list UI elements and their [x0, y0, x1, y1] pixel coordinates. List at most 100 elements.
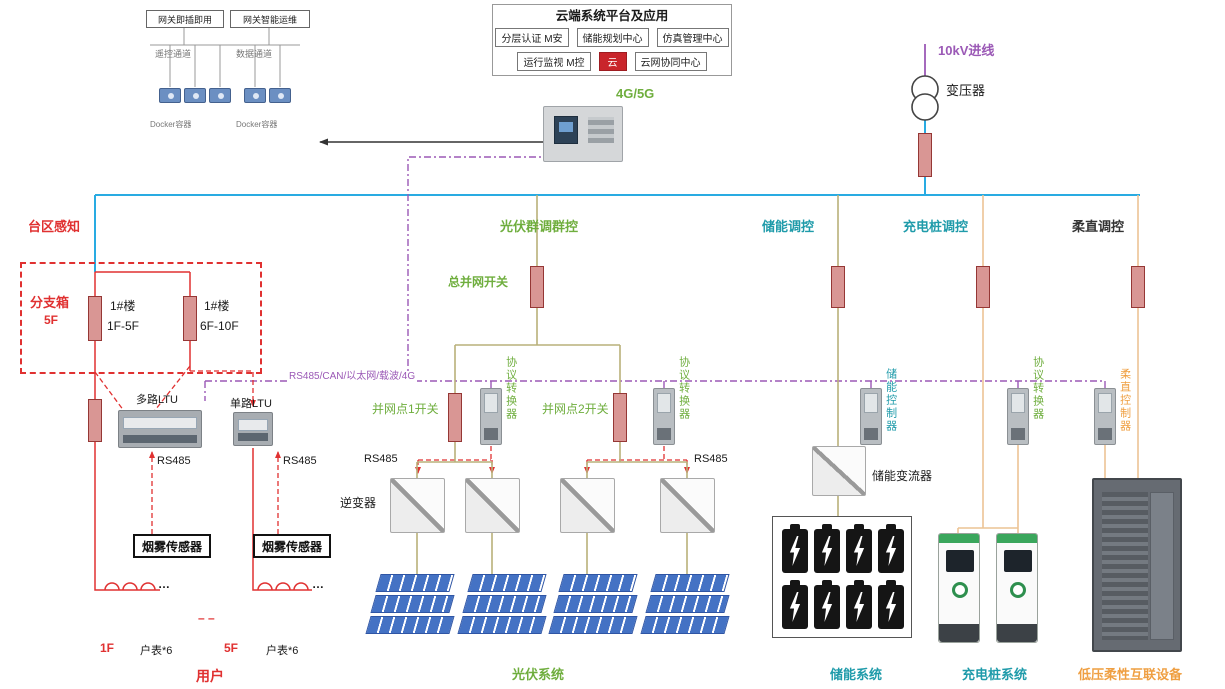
- inverter-label: 逆变器: [340, 496, 377, 510]
- ltu-multi-device: [118, 410, 202, 448]
- cloud-platform-box: 云端系统平台及应用 分层认证 M安 储能规划中心 仿真管理中心 运行监视 M控 …: [492, 4, 732, 76]
- flex-controller-device: [1094, 388, 1116, 445]
- meters-ellipsis-right: …: [312, 577, 324, 591]
- flex-controller-label: 柔直控制器: [1118, 368, 1131, 433]
- gateway-screen: [554, 116, 578, 144]
- breaker-pv-point1: [448, 393, 462, 442]
- meter-count-right: 户表*6: [266, 645, 299, 657]
- section-flex-label: 柔直调控: [1072, 219, 1125, 234]
- charging-flex-wires: [957, 195, 1139, 533]
- protocol-converter-device-charging: [1007, 388, 1029, 445]
- smoke-sensor-box-left: 烟雾传感器: [133, 534, 211, 558]
- storage-converter-label: 储能变流器: [872, 469, 933, 483]
- battery-icon: [782, 524, 808, 573]
- floor1-label: 1F: [100, 641, 115, 655]
- breaker-charging: [976, 266, 990, 308]
- building1-range-label: 1F-5F: [107, 319, 140, 333]
- users-label: 用户: [196, 668, 224, 684]
- cloud-chip-monitoring: 运行监视 M控: [517, 52, 591, 72]
- meters-ellipsis-left: …: [158, 577, 170, 591]
- incoming-label: 10kV进线: [938, 43, 995, 58]
- protocol-converter-label-pv1: 协议转换器: [504, 356, 517, 421]
- building2-label: 1#楼: [204, 299, 230, 313]
- pv-system-label: 光伏系统: [512, 667, 565, 682]
- protocol-converter-device-pv1: [480, 388, 502, 445]
- container2-label: Docker容器: [236, 120, 278, 129]
- cloud-chip-storage-planning: 储能规划中心: [576, 28, 649, 48]
- storage-converter-device: [812, 446, 866, 496]
- battery-icon: [878, 580, 904, 629]
- transformer-label: 变压器: [946, 83, 986, 98]
- battery-bank-box: [772, 516, 912, 638]
- ltu-single-label: 单路LTU: [230, 398, 272, 410]
- smoke-sensor-label: 烟雾传感器: [261, 539, 322, 554]
- battery-icon: [814, 580, 840, 629]
- battery-icon: [782, 580, 808, 629]
- comm-bus-wire: [204, 156, 1106, 401]
- inverter-device: [390, 478, 445, 533]
- cloud-chip-simulation: 仿真管理中心: [656, 28, 729, 48]
- breaker-flex: [1131, 266, 1145, 308]
- pv-point2-label: 并网点2开关: [542, 402, 609, 416]
- remote-channel-label: 遥控通道: [155, 49, 192, 59]
- rs485-label-right: RS485: [283, 455, 317, 467]
- gateway-app-icon: [184, 88, 206, 103]
- inverter-device: [560, 478, 615, 533]
- battery-icon: [814, 524, 840, 573]
- solar-array: [640, 574, 730, 640]
- meters-dashes: – –: [198, 611, 215, 625]
- charging-system-label: 充电桩系统: [962, 667, 1028, 682]
- smoke-sensor-box-right: 烟雾传感器: [253, 534, 331, 558]
- comm-bus-label: RS485/CAN/以太网/载波/4G: [287, 371, 418, 383]
- cloud-title: 云端系统平台及应用: [555, 9, 669, 23]
- ltu-band: [238, 419, 268, 431]
- pv-point1-label: 并网点1开关: [372, 402, 439, 416]
- edge-gateway-device: [543, 106, 623, 162]
- rs485-label-pv1: RS485: [364, 453, 398, 465]
- ltu-band: [123, 417, 197, 429]
- gateway-plugplay-box: 网关即插即用: [146, 10, 224, 28]
- branch-box-floor-label: 5F: [44, 313, 59, 327]
- inverter-device: [465, 478, 520, 533]
- rs485-label-pv2: RS485: [694, 453, 728, 465]
- pv-main-switch-label: 总并网开关: [448, 275, 509, 289]
- building2-range-label: 6F-10F: [200, 319, 239, 333]
- cloud-chip-cloud: 云: [598, 52, 627, 72]
- flex-system-label: 低压柔性互联设备: [1078, 667, 1183, 682]
- protocol-converter-label-charging: 协议转换器: [1031, 356, 1044, 421]
- battery-icon: [878, 524, 904, 573]
- storage-controller-device: [860, 388, 882, 445]
- storage-controller-label: 储能控制器: [884, 368, 897, 433]
- breaker-feeder: [88, 399, 102, 442]
- protocol-converter-label-pv2: 协议转换器: [677, 356, 690, 421]
- transformer-icon: [911, 75, 939, 121]
- gateway-keys: [588, 117, 614, 143]
- battery-icon: [846, 580, 872, 629]
- gateway-lines: [150, 28, 300, 87]
- ltu-single-device: [233, 412, 273, 446]
- protocol-converter-device-pv2: [653, 388, 675, 445]
- inverter-device: [660, 478, 715, 533]
- breaker-pv-main: [530, 266, 544, 308]
- storage-system-label: 储能系统: [830, 667, 883, 682]
- gateway-app-icon: [209, 88, 231, 103]
- section-charging-label: 充电桩调控: [903, 219, 969, 234]
- battery-grid: [782, 524, 904, 629]
- charger-device: [938, 533, 980, 643]
- rs485-label-left: RS485: [157, 455, 191, 467]
- branch-box-outline: [20, 262, 262, 374]
- section-pv-label: 光伏群调群控: [500, 219, 579, 234]
- gateway-app-icon: [244, 88, 266, 103]
- breaker-storage: [831, 266, 845, 308]
- gateway-app-icon: [269, 88, 291, 103]
- breaker-building1-low: [88, 296, 102, 341]
- flex-cabinet-device: [1092, 478, 1182, 652]
- gateway-app-icon: [159, 88, 181, 103]
- meter-count-left: 户表*6: [140, 645, 173, 657]
- breaker-building1-high: [183, 296, 197, 341]
- solar-array: [548, 574, 638, 640]
- breaker-transformer: [918, 133, 932, 177]
- cloud-chip-auth: 分层认证 M安: [495, 28, 569, 48]
